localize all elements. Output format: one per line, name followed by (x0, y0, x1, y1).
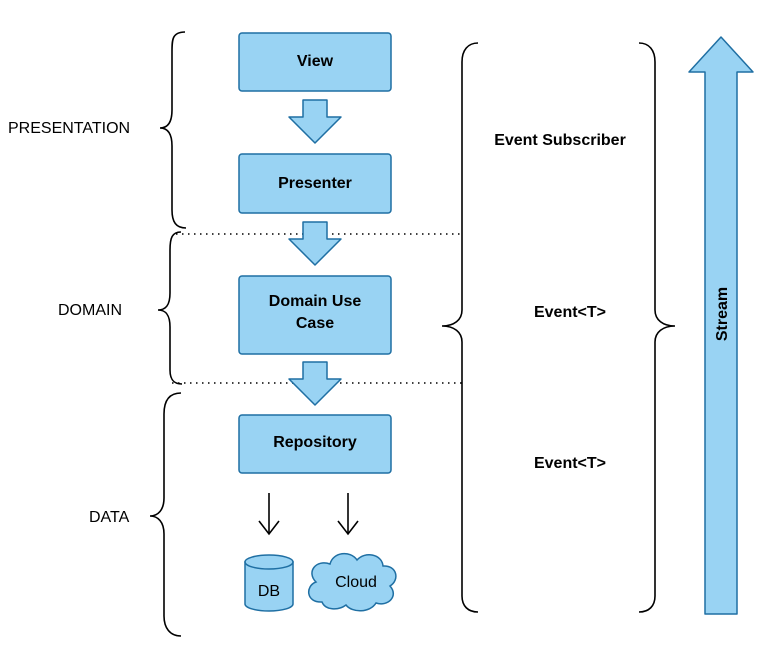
db-label: DB (258, 583, 280, 600)
presentation-brace (159, 31, 187, 229)
domain-to-repository-arrow (288, 361, 342, 406)
domain-use-case-label-line2: Case (296, 315, 334, 332)
repository-box: Repository (238, 414, 392, 474)
event-domain-label: Event<T> (534, 304, 606, 321)
stream-label: Stream (714, 287, 731, 341)
data-brace (149, 392, 182, 637)
domain-use-case-label-line1: Domain Use (269, 293, 362, 310)
view-box-label: View (297, 53, 334, 70)
repository-to-db-arrow (258, 493, 280, 536)
presenter-box-label: Presenter (278, 175, 352, 192)
cloud-icon (308, 552, 397, 612)
event-left-brace (441, 42, 479, 613)
view-to-presenter-arrow (288, 99, 342, 144)
event-subscriber-label: Event Subscriber (494, 132, 626, 149)
presentation-label: PRESENTATION (8, 120, 130, 137)
presenter-box: Presenter (238, 153, 392, 214)
stream-arrow (688, 36, 754, 615)
data-label: DATA (89, 509, 130, 526)
view-box: View (238, 32, 392, 92)
domain-use-case-box: Domain Use Case (238, 275, 392, 355)
db-cylinder-icon (244, 554, 294, 612)
presenter-to-domain-arrow (288, 221, 342, 266)
repository-box-label: Repository (273, 434, 357, 451)
repository-to-cloud-arrow (337, 493, 359, 536)
event-data-label: Event<T> (534, 455, 606, 472)
cloud-label: Cloud (335, 574, 377, 591)
domain-label: DOMAIN (58, 302, 122, 319)
domain-brace (157, 231, 183, 385)
event-right-brace (638, 42, 676, 613)
